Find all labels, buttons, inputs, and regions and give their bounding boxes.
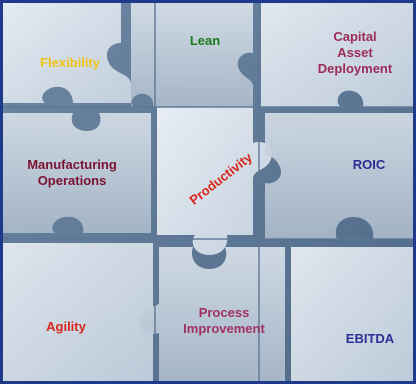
- piece-lean: [131, 3, 254, 107]
- label-capital-asset-deployment: Capital Asset Deployment: [317, 29, 393, 76]
- label-ebitda: EBITDA: [345, 331, 395, 346]
- label-lean: Lean: [189, 33, 221, 48]
- label-manufacturing-operations: Manufacturing Operations: [27, 157, 117, 188]
- label-flexibility: Flexibility: [40, 55, 100, 70]
- piece-roic: [264, 113, 413, 239]
- label-process-improvement: Process Improvement: [183, 305, 265, 336]
- piece-capital: [261, 3, 413, 107]
- piece-agility: [3, 243, 153, 381]
- piece-productivity: [157, 107, 272, 255]
- piece-process: [140, 247, 285, 381]
- piece-manufacturing: [3, 113, 151, 233]
- label-roic: ROIC: [352, 157, 386, 172]
- piece-flexibility: [3, 3, 131, 103]
- label-agility: Agility: [46, 319, 86, 334]
- piece-ebitda: [291, 247, 413, 381]
- puzzle-pieces-image: [3, 3, 413, 381]
